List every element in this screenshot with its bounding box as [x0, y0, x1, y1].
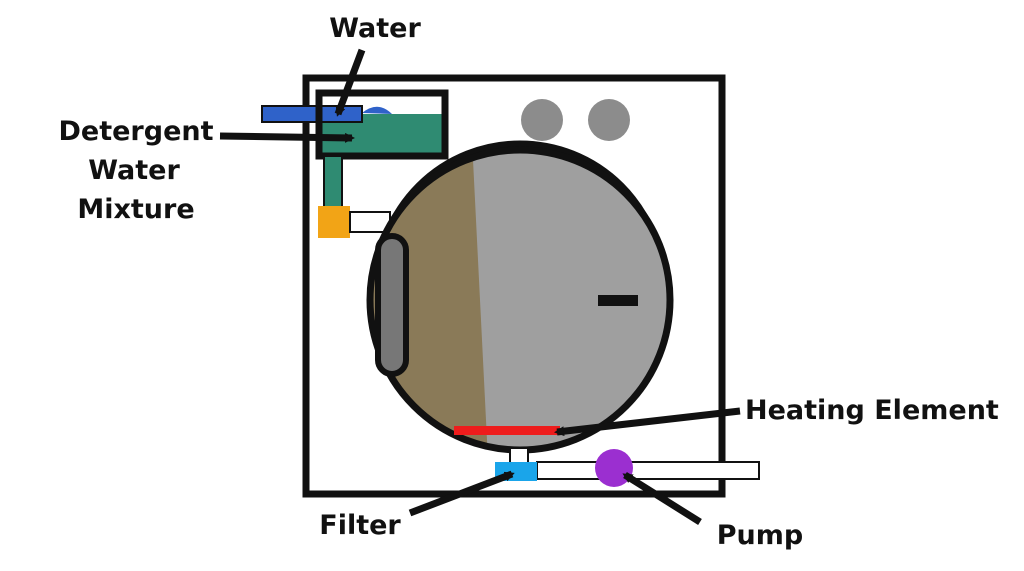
detergent-feed-pipe: [323, 155, 343, 209]
door-handle: [375, 233, 409, 377]
door-latch: [598, 295, 638, 306]
control-knob-right: [588, 99, 630, 141]
pump: [595, 449, 633, 487]
drain-pipe: [536, 461, 760, 480]
heating-element-label: Heating Element: [745, 395, 999, 426]
heating-arrow: [554, 407, 741, 437]
filter-label: Filter: [319, 510, 401, 541]
filter-arrow: [408, 470, 515, 517]
pump-arrow: [622, 472, 702, 525]
detergent-drawer: [315, 89, 449, 160]
detergent-label-line3: Mixture: [77, 194, 194, 225]
detergent-arrow: [219, 132, 355, 143]
water-inlet-pipe: [261, 105, 363, 123]
heating-element: [454, 426, 560, 435]
pump-label: Pump: [717, 520, 803, 551]
detergent-label-line2: Water: [88, 155, 180, 186]
drum-to-filter-pipe: [509, 447, 529, 465]
water-arrow: [334, 48, 366, 117]
control-knob-left: [521, 99, 563, 141]
water-splash: [362, 106, 392, 114]
inlet-valve: [318, 206, 350, 238]
water-label: Water: [329, 13, 421, 44]
detergent-label-line1: Detergent: [58, 116, 213, 147]
